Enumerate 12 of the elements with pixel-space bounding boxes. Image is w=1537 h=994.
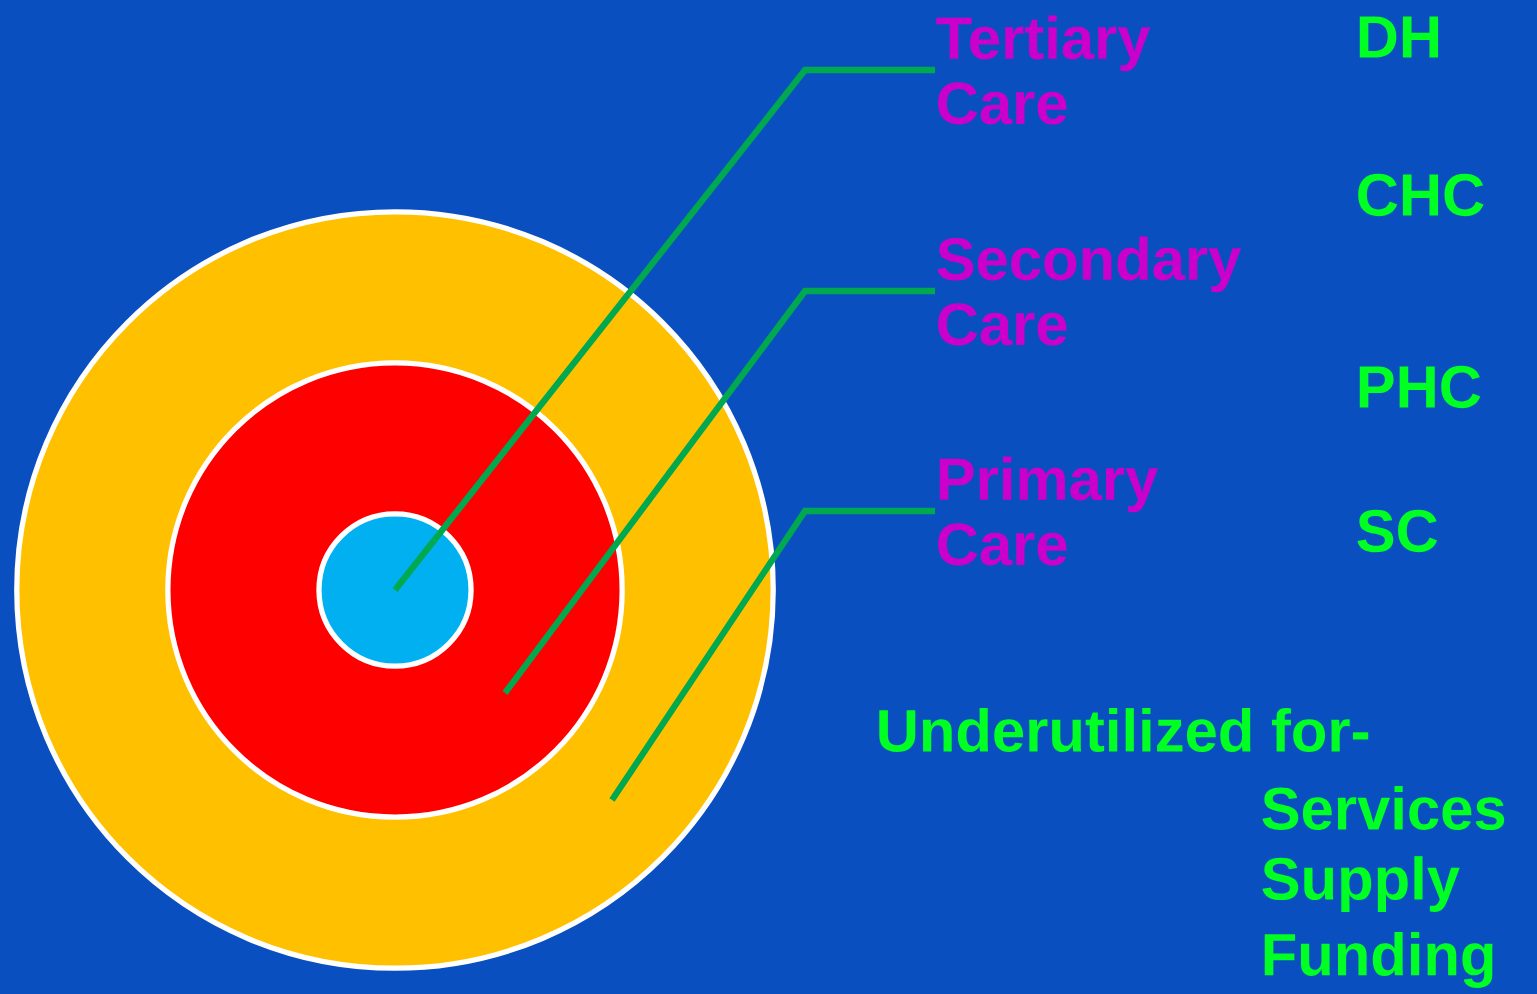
label: Funding [1264, 932, 1493, 988]
label: CHC [1358, 173, 1484, 217]
care-level-label: Secondary Care [937, 236, 1242, 346]
label: SC [1357, 509, 1438, 553]
ring-circle [316, 511, 474, 669]
care-level-label: Tertiary Care [936, 15, 1151, 125]
label: Services [1262, 786, 1505, 830]
care-level-label: Primary Care [938, 456, 1159, 566]
label: Supply [1262, 856, 1460, 912]
label: PHC [1359, 365, 1481, 409]
label: DH [1359, 16, 1439, 58]
label: Underutilized for- [879, 708, 1369, 752]
